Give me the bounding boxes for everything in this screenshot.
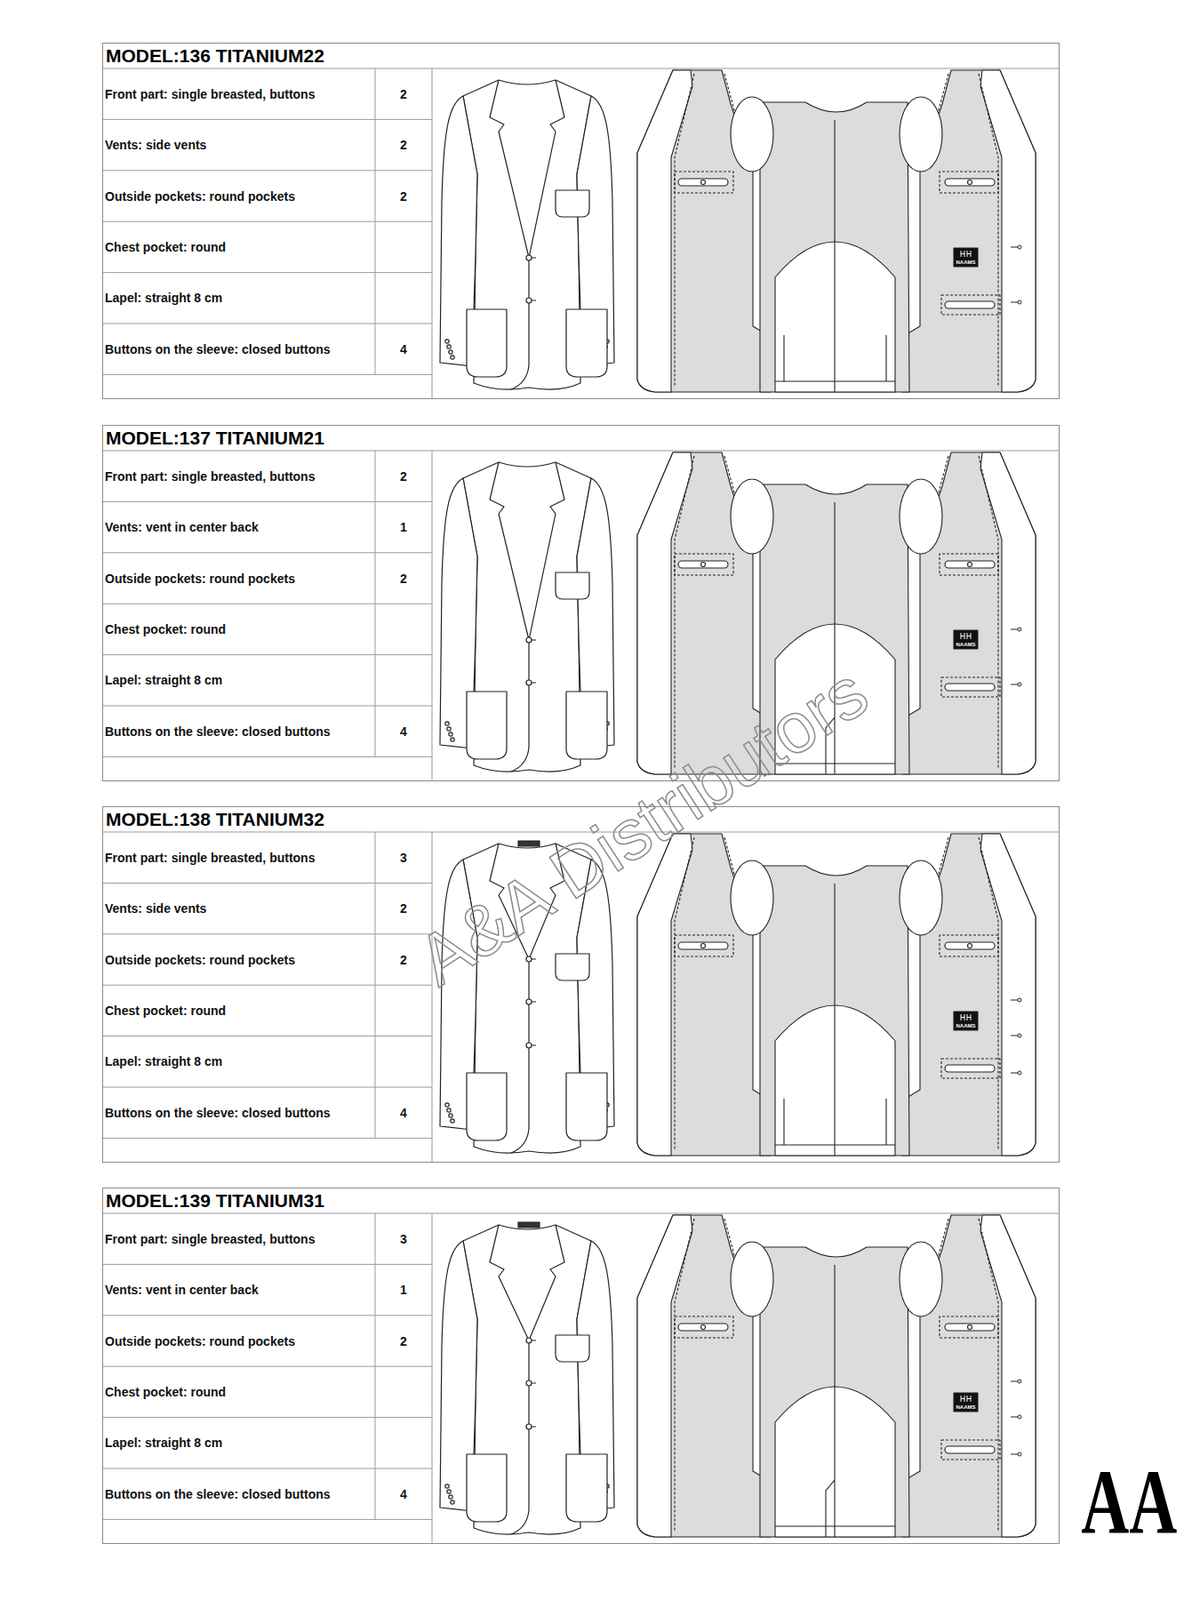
model-title: MODEL:136 TITANIUM22 [105, 43, 325, 69]
spec-label: Front part: single breasted, buttons [104, 85, 372, 104]
spec-label: Lapel: straight 8 cm [104, 1052, 372, 1071]
spec-label: Vents: vent in center back [104, 518, 372, 536]
spec-label: Outside pockets: round pockets [104, 1332, 372, 1351]
model-title: MODEL:138 TITANIUM32 [105, 807, 325, 832]
spec-label: Outside pockets: round pockets [104, 569, 372, 588]
spec-label: Lapel: straight 8 cm [104, 1433, 372, 1452]
spec-label: Front part: single breasted, buttons [104, 467, 372, 486]
brand-label: NAAMS [953, 641, 978, 648]
company-logo: AA [1080, 1448, 1156, 1556]
spec-count: 2 [376, 899, 432, 918]
spec-count: 2 [376, 569, 432, 588]
spec-count: 4 [376, 1485, 432, 1504]
spec-label: Front part: single breasted, buttons [104, 848, 372, 867]
spec-label: Chest pocket: round [104, 1383, 372, 1401]
spec-count: 4 [376, 1104, 432, 1122]
spec-label: Buttons on the sleeve: closed buttons [104, 1104, 372, 1122]
spec-label: Buttons on the sleeve: closed buttons [104, 722, 372, 741]
spec-count: 3 [376, 1230, 432, 1248]
spec-label: Buttons on the sleeve: closed buttons [104, 340, 372, 359]
spec-label: Chest pocket: round [104, 238, 372, 256]
watermark: A&A Distributors [337, 608, 948, 1044]
spec-count: 3 [376, 848, 432, 867]
spec-label: Chest pocket: round [104, 1001, 372, 1020]
spec-count: 2 [376, 136, 432, 154]
spec-label: Buttons on the sleeve: closed buttons [104, 1485, 372, 1504]
spec-label: Lapel: straight 8 cm [104, 288, 372, 307]
model-title: MODEL:139 TITANIUM31 [105, 1188, 325, 1214]
spec-label: Chest pocket: round [104, 620, 372, 639]
spec-count: 1 [376, 518, 432, 536]
spec-label: Outside pockets: round pockets [104, 187, 372, 206]
spec-label: Vents: side vents [104, 136, 372, 154]
spec-count: 2 [376, 1332, 432, 1351]
brand-label: NAAMS [953, 1023, 978, 1030]
brand-label: NAAMS [953, 1404, 978, 1411]
spec-label: Front part: single breasted, buttons [104, 1230, 372, 1248]
spec-label: Vents: vent in center back [104, 1280, 372, 1299]
spec-count: 2 [376, 467, 432, 486]
spec-count: 2 [376, 85, 432, 104]
spec-count: 4 [376, 722, 432, 741]
brand-label: NAAMS [953, 259, 978, 266]
spec-count: 1 [376, 1280, 432, 1299]
spec-label: Lapel: straight 8 cm [104, 671, 372, 689]
spec-label: Outside pockets: round pockets [104, 951, 372, 969]
model-title: MODEL:137 TITANIUM21 [105, 425, 325, 451]
spec-label: Vents: side vents [104, 899, 372, 918]
spec-count: 2 [376, 187, 432, 206]
spec-count: 4 [376, 340, 432, 359]
